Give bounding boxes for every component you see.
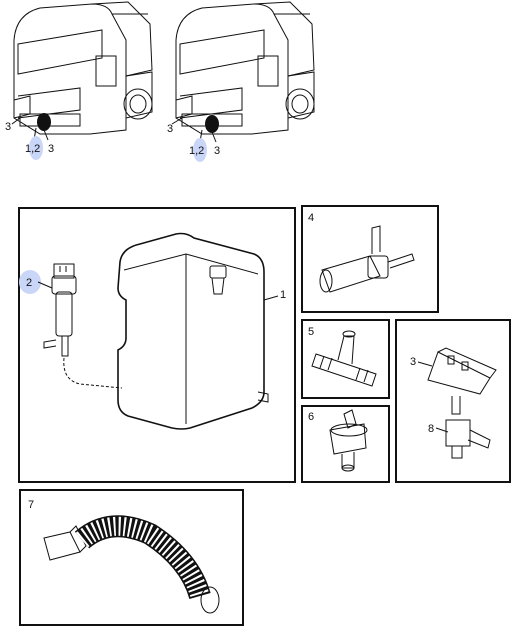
- panel-number: 7: [28, 499, 34, 511]
- callout-label: 1,2: [25, 143, 40, 155]
- highlight-marker: [19, 270, 41, 294]
- panel-number: 5: [308, 326, 314, 338]
- pump-callout: 2: [26, 277, 32, 289]
- callout-label: 3: [5, 121, 11, 133]
- callout-label: 3: [167, 123, 173, 135]
- hose-connection: [63, 357, 123, 389]
- callout-label: 1,2: [189, 145, 204, 157]
- panel-hose: [19, 489, 244, 626]
- washer-pump: 2: [19, 263, 77, 357]
- washer-tank: 1: [117, 232, 286, 430]
- panel-nozzle: [395, 319, 511, 483]
- corrugated-hose: [43, 515, 220, 614]
- panel-number: 3: [410, 356, 416, 368]
- panel-valve: [301, 205, 439, 313]
- panel-number: 6: [308, 411, 314, 423]
- panel-check-valve: [301, 405, 390, 483]
- panel-number: 4: [308, 212, 314, 224]
- panel-tee: [301, 319, 390, 399]
- truck-illustration-left: 3 1,2 3: [5, 1, 153, 160]
- callout-label: 3: [48, 143, 54, 155]
- truck-illustration-right: 3 1,2 3: [167, 1, 315, 162]
- nozzle-part: [427, 347, 497, 459]
- callout-label: 3: [214, 145, 220, 157]
- tank-callout: 1: [280, 289, 286, 301]
- highlight-marker: [193, 138, 207, 162]
- fitting-callout: 8: [428, 423, 434, 435]
- check-valve-part: [329, 409, 368, 472]
- highlight-marker: [29, 136, 43, 160]
- valve-part: [319, 225, 415, 293]
- tee-fitting: [311, 330, 377, 387]
- panel-reservoir: [18, 207, 296, 483]
